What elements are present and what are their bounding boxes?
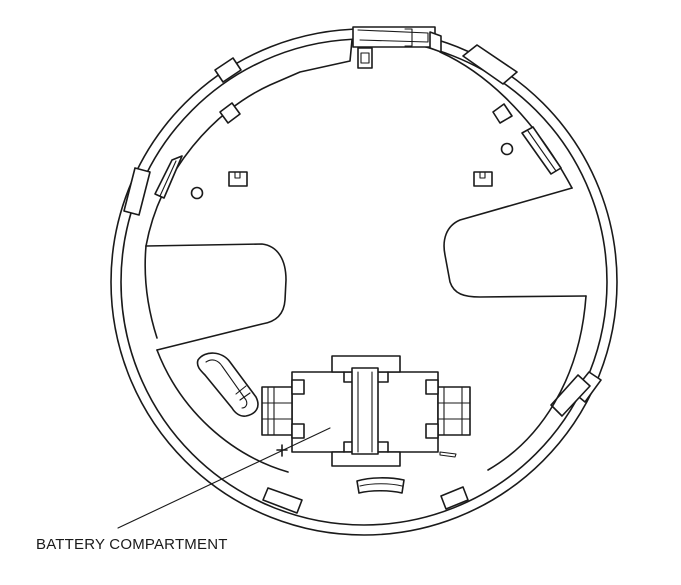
top-latch (352, 26, 442, 69)
curved-slot (196, 352, 259, 417)
bottom-latch (356, 477, 405, 494)
battery-compartment-label: BATTERY COMPARTMENT (36, 536, 228, 553)
battery-compartment (261, 355, 471, 467)
callout-leader (117, 427, 331, 529)
screw-holes (190, 142, 514, 200)
right-cutout (443, 187, 587, 298)
rim-tabs (123, 44, 602, 514)
inner-clips (154, 102, 562, 199)
square-markers (228, 171, 493, 187)
left-cutout (145, 243, 287, 351)
